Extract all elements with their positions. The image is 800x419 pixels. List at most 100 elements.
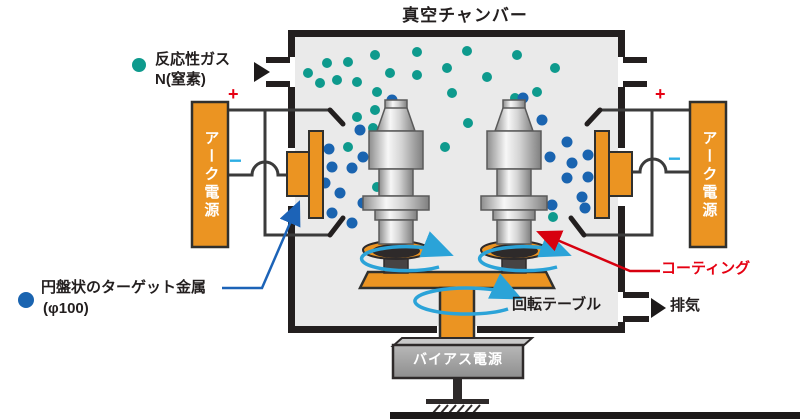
particle-dot — [462, 46, 472, 56]
wall-top — [288, 30, 625, 37]
particle-dot — [512, 50, 522, 60]
particle-dot — [303, 68, 313, 78]
particle-dot — [352, 112, 362, 122]
minus-sign-left: − — [229, 148, 242, 173]
particle-dot — [561, 136, 573, 148]
wall-bottom-left — [288, 326, 437, 333]
particle-dot — [412, 70, 422, 80]
reactive-gas-label-line2: N(窒素) — [155, 71, 206, 88]
particle-dot — [561, 172, 573, 184]
arc-power-right-label: アーク電源 — [700, 129, 718, 220]
arc-power-left-label: アーク電源 — [202, 129, 220, 220]
particle-dot — [576, 191, 588, 203]
exhaust-port-stub-top — [623, 292, 649, 298]
particle-dot — [346, 162, 358, 174]
wire-left-branch — [263, 110, 330, 237]
right-port-stub-top — [623, 57, 647, 63]
tool-body — [368, 130, 424, 170]
rotation-arrows — [359, 231, 572, 316]
gas-inlet-arrow-icon — [254, 62, 270, 82]
particle-dot — [352, 77, 362, 87]
tool-base — [378, 219, 414, 245]
wall-right-seg1 — [618, 30, 625, 57]
minus-sign-right: − — [668, 146, 681, 171]
rotation-arrow-right-tool — [477, 231, 572, 273]
bias-power-label: バイアス電源 — [413, 351, 503, 367]
tool-neck — [378, 168, 414, 197]
particle-dot — [532, 87, 542, 97]
gas-port-stub-bottom — [266, 81, 290, 87]
particle-dot — [582, 149, 594, 161]
rotating-table-top — [357, 270, 557, 290]
shield-left-bottom — [327, 215, 346, 238]
particle-dot — [323, 143, 335, 155]
diagram-title: 真空チャンバー — [402, 6, 528, 25]
wall-right-seg3 — [618, 206, 625, 292]
particle-dot — [463, 118, 473, 128]
particle-dot — [334, 187, 346, 199]
particle-dot — [357, 151, 369, 163]
ground-hatching — [432, 404, 481, 414]
particle-dot — [326, 207, 338, 219]
particle-dot — [322, 58, 332, 68]
tool-base — [496, 219, 532, 245]
target-disc-right — [594, 130, 610, 219]
targets — [286, 130, 633, 219]
wall-right-seg2 — [618, 87, 625, 148]
ground-stem — [453, 378, 462, 401]
workpiece-tool-left — [362, 99, 430, 274]
shield-left-top — [327, 107, 346, 127]
right-port-stub-bottom — [623, 81, 647, 87]
particle-dot — [546, 199, 558, 211]
target-label-line1: 円盤状のターゲット金属 — [41, 279, 207, 296]
gas-bullet-icon — [132, 58, 146, 72]
particle-dot — [385, 68, 395, 78]
particle-dot — [440, 142, 450, 152]
arc-circuit-wires — [228, 108, 690, 237]
particle-dot — [315, 78, 325, 88]
particle-dot — [482, 72, 492, 82]
wire-right-minus — [632, 157, 690, 174]
exhaust-arrow-icon — [651, 298, 666, 318]
particle-dot — [354, 124, 366, 136]
anode-shields — [327, 107, 603, 238]
target-leader-arrow — [222, 200, 301, 290]
plus-sign-left: + — [228, 84, 239, 104]
wall-left-seg3 — [288, 206, 295, 333]
arc-power-right-box — [688, 100, 728, 249]
particle-dot — [579, 202, 591, 214]
particle-dot — [566, 157, 578, 169]
coating-label: コーティング — [661, 260, 751, 277]
reactive-gas-label-line1: 反応性ガス — [155, 51, 231, 68]
rotation-arrow-table — [413, 273, 523, 316]
wall-bottom-right — [477, 326, 625, 333]
rotation-arrow-left-tool — [359, 231, 454, 273]
shield-right-bottom — [568, 215, 587, 238]
exhaust-port-stub-bottom — [623, 316, 649, 322]
particle-dot — [332, 75, 342, 85]
rotating-table-label: 回転テーブル — [512, 296, 602, 313]
wire-right-branch — [584, 110, 654, 237]
particle-dot — [343, 57, 353, 67]
target-holder-right — [607, 151, 633, 197]
chamber-walls — [266, 30, 649, 333]
particle-dot — [412, 47, 422, 57]
gas-port-stub-top — [266, 57, 290, 63]
particle-dot — [370, 50, 380, 60]
particle-dot — [372, 87, 382, 97]
particle-dot — [370, 105, 380, 115]
target-bullet-icon — [18, 292, 34, 308]
exhaust-label: 排気 — [670, 297, 701, 314]
target-disc-left — [308, 130, 324, 219]
particle-dot — [343, 142, 353, 152]
shield-right-top — [584, 107, 603, 127]
wall-left-seg2 — [288, 87, 295, 148]
target-label-line2: (φ100) — [43, 300, 89, 317]
wall-left-seg1 — [288, 30, 295, 57]
metal-ion-particles — [319, 92, 594, 229]
particle-dot — [550, 63, 560, 73]
particle-dot — [548, 212, 558, 222]
particle-dot — [582, 171, 594, 183]
